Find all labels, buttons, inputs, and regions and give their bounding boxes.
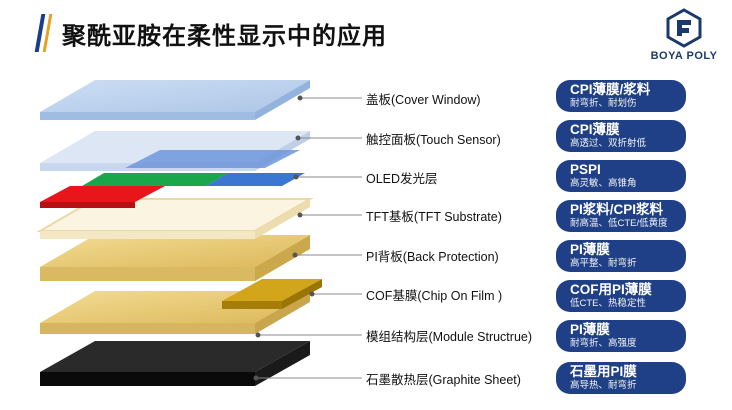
material-pill-touch: CPI薄膜 高透过、双折射低 xyxy=(556,120,686,152)
pill-material: PSPI xyxy=(570,162,601,177)
boya-hexagon-logo-icon xyxy=(666,8,702,48)
pill-material: PI浆料/CPI浆料 xyxy=(570,202,664,217)
material-pill-graphite: 石墨用PI膜 高导热、耐弯折 xyxy=(556,362,686,394)
pill-property: 高平整、耐弯折 xyxy=(570,258,637,269)
logo-text: BOYA POLY xyxy=(650,50,718,62)
material-pill-pi-back: PI薄膜 高平整、耐弯折 xyxy=(556,240,686,272)
material-pill-cover: CPI薄膜/浆料 耐弯折、耐划伤 xyxy=(556,80,686,112)
material-pill-tft: PI浆料/CPI浆料 耐高温、低CTE/低黄度 xyxy=(556,200,686,232)
pill-material: COF用PI薄膜 xyxy=(570,282,652,297)
layer-label-oled: OLED发光层 xyxy=(366,172,438,186)
layer-label-graphite: 石墨散热层(Graphite Sheet) xyxy=(366,373,521,387)
layer-touch-sensor xyxy=(40,131,310,171)
material-pill-cof: COF用PI薄膜 低CTE、热稳定性 xyxy=(556,280,686,312)
pill-material: CPI薄膜 xyxy=(570,122,620,137)
pill-material: PI薄膜 xyxy=(570,322,610,337)
pill-property: 低CTE、热稳定性 xyxy=(570,298,647,309)
layer-label-module: 模组结构层(Module Structrue) xyxy=(366,330,533,344)
layer-pi-back xyxy=(40,235,310,281)
layer-graphite xyxy=(40,341,310,386)
layer-label-touch: 触控面板(Touch Sensor) xyxy=(366,133,501,147)
leader-lines xyxy=(253,95,362,381)
material-pill-oled: PSPI 高灵敏、高锥角 xyxy=(556,160,686,192)
pill-property: 耐弯折、高强度 xyxy=(570,338,637,349)
pill-property: 高导热、耐弯折 xyxy=(570,380,637,391)
layer-label-cof: COF基膜(Chip On Film ) xyxy=(366,289,503,303)
material-pill-module: PI薄膜 耐弯折、高强度 xyxy=(556,320,686,352)
pill-material: CPI薄膜/浆料 xyxy=(570,82,651,97)
pill-property: 耐弯折、耐划伤 xyxy=(570,98,637,109)
pill-property: 高透过、双折射低 xyxy=(570,138,647,149)
layer-cof-film xyxy=(222,279,322,309)
layer-label-cover: 盖板(Cover Window) xyxy=(366,93,481,107)
pill-material: PI薄膜 xyxy=(570,242,610,257)
layer-oled xyxy=(40,173,305,208)
page-title: 聚酰亚胺在柔性显示中的应用 xyxy=(62,23,387,50)
layer-label-pi-back: PI背板(Back Protection) xyxy=(366,250,499,264)
pill-property: 高灵敏、高锥角 xyxy=(570,178,637,189)
layer-label-tft: TFT基板(TFT Substrate) xyxy=(366,210,502,224)
pill-material: 石墨用PI膜 xyxy=(570,364,637,379)
pill-property: 耐高温、低CTE/低黄度 xyxy=(570,218,668,229)
layer-cover-window xyxy=(40,80,310,120)
brand-logo: BOYA POLY xyxy=(644,6,724,70)
